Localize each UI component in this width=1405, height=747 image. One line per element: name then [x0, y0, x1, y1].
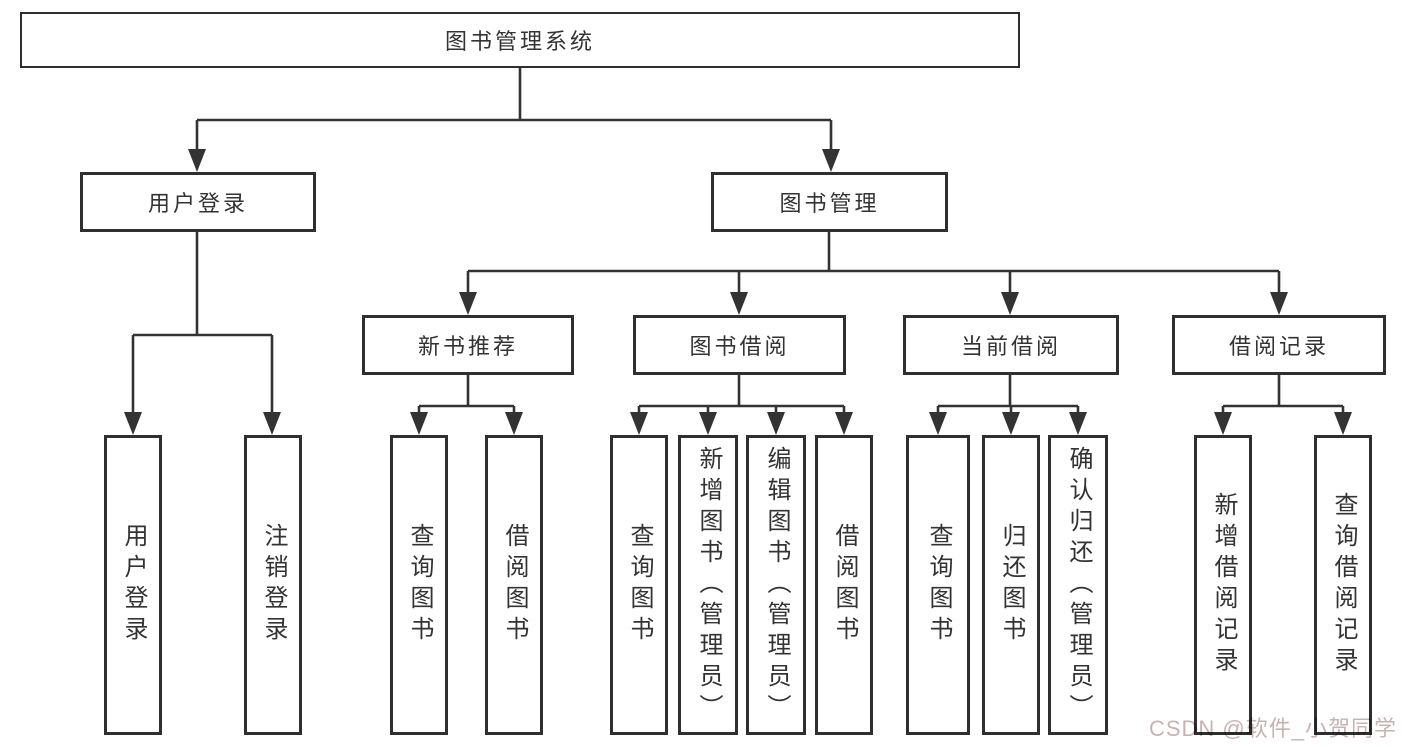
leaf-label: 借阅图书	[501, 523, 528, 647]
node-user-login: 用户登录	[80, 172, 316, 232]
arrow-down-icon	[124, 412, 142, 435]
leaf-label: 编辑图书（管理员）	[763, 445, 790, 725]
connector-borrow-record	[1214, 375, 1352, 435]
node-current-borrow: 当前借阅	[903, 315, 1119, 375]
connector-book-management	[459, 232, 1288, 315]
arrow-down-icon	[929, 412, 947, 435]
arrow-down-icon	[822, 149, 840, 172]
node-leaf-current-query-book: 查询图书	[906, 435, 970, 735]
leaf-label: 注销登录	[260, 523, 287, 647]
node-leaf-logout: 注销登录	[244, 435, 302, 735]
node-borrow-record: 借阅记录	[1172, 315, 1386, 375]
connector-new-book-recommend	[410, 375, 523, 435]
node-book-management: 图书管理	[711, 172, 948, 232]
arrow-down-icon	[1334, 412, 1352, 435]
connector-book-borrow	[630, 375, 853, 435]
arrow-down-icon	[1001, 292, 1019, 315]
leaf-label: 确认归还（管理员）	[1065, 445, 1092, 725]
leaf-label: 用户登录	[120, 523, 147, 647]
leaf-label: 归还图书	[998, 523, 1025, 647]
node-leaf-current-return-book: 归还图书	[982, 435, 1040, 735]
arrow-down-icon	[1214, 412, 1232, 435]
leaf-label: 查询借阅记录	[1330, 492, 1357, 678]
node-leaf-record-add-record: 新增借阅记录	[1194, 435, 1252, 735]
arrow-down-icon	[730, 292, 748, 315]
node-leaf-recommend-query-book: 查询图书	[390, 435, 448, 735]
node-leaf-user-login: 用户登录	[104, 435, 162, 735]
connector-user-login	[124, 232, 281, 435]
arrow-down-icon	[410, 412, 428, 435]
node-root-system: 图书管理系统	[20, 12, 1020, 68]
connector-root	[188, 68, 840, 172]
csdn-watermark: CSDN @软件_小贺同学	[1148, 716, 1397, 741]
arrow-down-icon	[630, 412, 648, 435]
leaf-label: 查询图书	[925, 523, 952, 647]
node-leaf-borrow-add-book-admin: 新增图书（管理员）	[678, 435, 738, 735]
arrow-down-icon	[505, 412, 523, 435]
arrow-down-icon	[835, 412, 853, 435]
node-book-borrow: 图书借阅	[633, 315, 846, 375]
arrow-down-icon	[188, 149, 206, 172]
node-leaf-borrow-borrow-book: 借阅图书	[815, 435, 873, 735]
node-leaf-recommend-borrow-book: 借阅图书	[485, 435, 543, 735]
arrow-down-icon	[263, 412, 281, 435]
leaf-label: 新增借阅记录	[1210, 492, 1237, 678]
node-new-book-recommend: 新书推荐	[362, 315, 574, 375]
leaf-label: 查询图书	[626, 523, 653, 647]
leaf-label: 借阅图书	[831, 523, 858, 647]
leaf-label: 查询图书	[406, 523, 433, 647]
arrow-down-icon	[459, 292, 477, 315]
arrow-down-icon	[699, 412, 717, 435]
node-leaf-current-confirm-return-admin: 确认归还（管理员）	[1048, 435, 1108, 735]
node-leaf-borrow-query-book: 查询图书	[610, 435, 668, 735]
arrow-down-icon	[1002, 412, 1020, 435]
arrow-down-icon	[1069, 412, 1087, 435]
arrow-down-icon	[767, 412, 785, 435]
connector-current-borrow	[929, 375, 1087, 435]
arrow-down-icon	[1270, 292, 1288, 315]
node-leaf-record-query-record: 查询借阅记录	[1314, 435, 1372, 735]
node-leaf-borrow-edit-book-admin: 编辑图书（管理员）	[746, 435, 806, 735]
leaf-label: 新增图书（管理员）	[695, 445, 722, 725]
